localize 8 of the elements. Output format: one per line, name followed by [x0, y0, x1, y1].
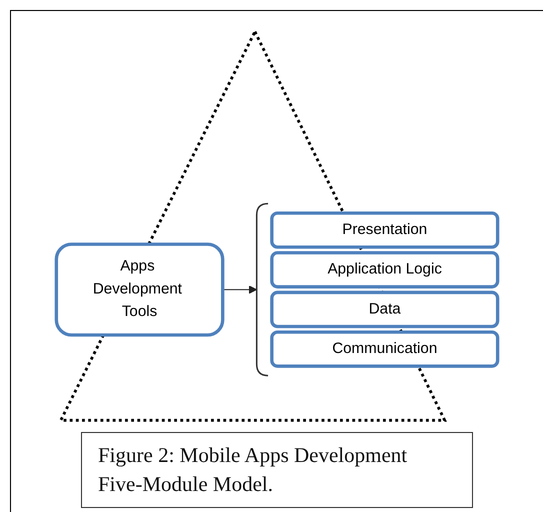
- module-box: Application Logic: [270, 251, 500, 288]
- tools-box: Apps Development Tools: [54, 242, 224, 337]
- curly-brace: [256, 202, 268, 376]
- figure-caption: Figure 2: Mobile Apps Development Five-Module Model.: [81, 432, 473, 508]
- module-box: Data: [270, 290, 500, 328]
- module-box: Communication: [270, 330, 500, 368]
- module-box: Presentation: [270, 211, 500, 249]
- arrow: [222, 285, 258, 294]
